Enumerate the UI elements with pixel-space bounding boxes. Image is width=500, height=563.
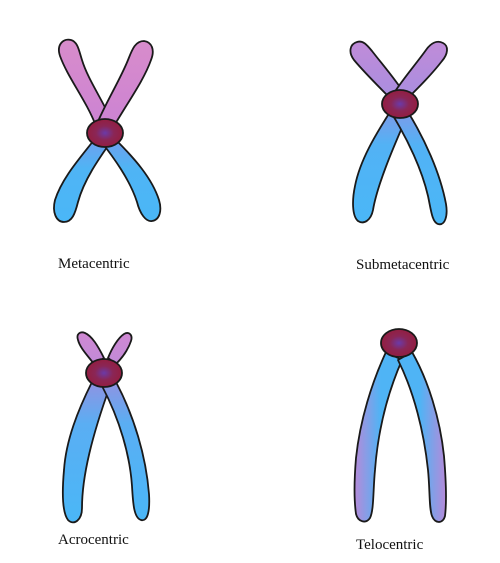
- metacentric-upper-left-arm: [58, 38, 115, 127]
- chromosome-metacentric: [53, 38, 162, 223]
- submetacentric-centromere: [381, 89, 419, 119]
- submetacentric-lower-right-arm: [391, 111, 448, 226]
- label-telocentric: Telocentric: [356, 537, 424, 553]
- metacentric-lower-left-arm: [53, 139, 113, 223]
- metacentric-lower-right-arm: [99, 139, 162, 222]
- acrocentric-upper-left-arm: [76, 331, 105, 365]
- acrocentric-lower-left-arm: [61, 381, 111, 524]
- metacentric-centromere: [86, 118, 124, 148]
- chromosome-submetacentric: [349, 40, 448, 226]
- label-submetacentric: Submetacentric: [356, 257, 450, 273]
- acrocentric-upper-right-arm: [107, 332, 133, 365]
- chromosome-acrocentric: [61, 331, 151, 524]
- submetacentric-upper-left-arm: [349, 40, 407, 99]
- submetacentric-upper-right-arm: [391, 40, 448, 99]
- submetacentric-lower-left-arm: [352, 111, 409, 224]
- acrocentric-lower-right-arm: [101, 381, 151, 522]
- telocentric-centromere: [380, 328, 418, 358]
- chromosome-telocentric: [353, 328, 447, 523]
- label-metacentric: Metacentric: [58, 256, 130, 272]
- label-acrocentric: Acrocentric: [58, 532, 129, 548]
- acrocentric-centromere: [85, 358, 123, 388]
- telocentric-right-arm: [397, 351, 447, 523]
- telocentric-left-arm: [353, 351, 403, 523]
- metacentric-upper-right-arm: [95, 40, 154, 127]
